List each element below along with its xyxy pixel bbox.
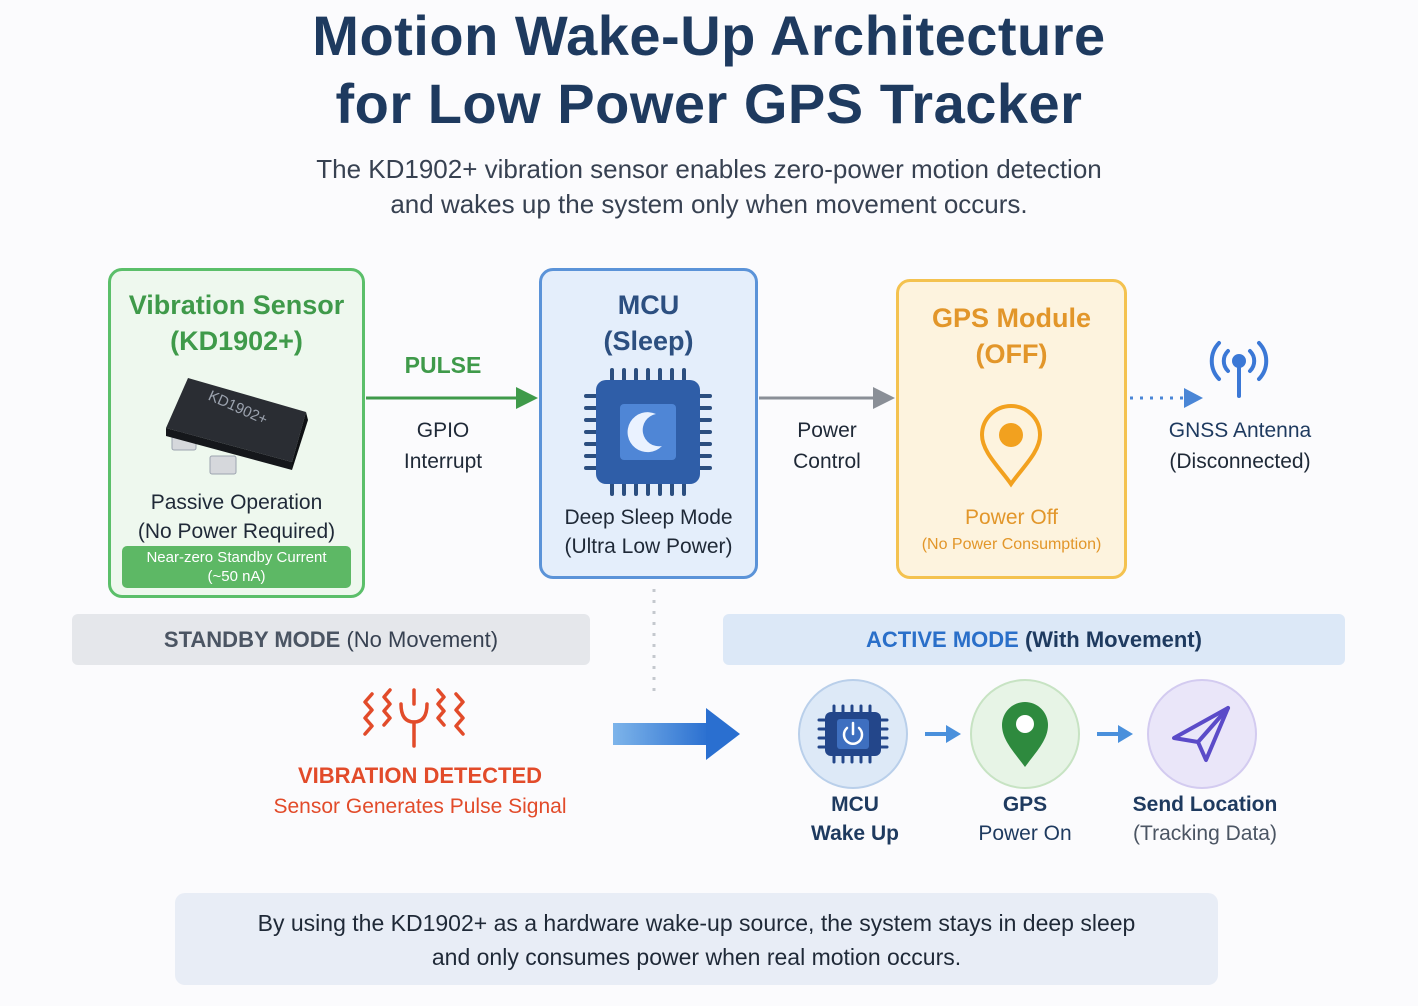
mcu-title-line-2: (Sleep) <box>603 326 694 356</box>
sensor-desc-line-2: (No Power Required) <box>137 520 336 543</box>
badge-line-1: Near-zero Standby Current <box>146 549 327 566</box>
badge-line-2: (~50 nA) <box>207 568 266 585</box>
standby-mode-title: STANDBY MODE <box>163 627 341 652</box>
power-control-label: Power Control <box>762 415 892 477</box>
antenna-label: GNSS Antenna (Disconnected) <box>1150 415 1330 477</box>
step-mcu-wake-label: MCU Wake Up <box>770 790 940 848</box>
step-send-location-label: Send Location (Tracking Data) <box>1110 790 1300 848</box>
antenna-icon <box>1209 341 1269 398</box>
vibration-detected-subtitle: Sensor Generates Pulse Signal <box>273 795 567 818</box>
mcu-title: MCU (Sleep) <box>539 287 758 359</box>
antenna-line-2: (Disconnected) <box>1169 450 1311 473</box>
step-1-line-2: Wake Up <box>811 822 899 845</box>
gps-desc-line-2: (No Power Consumption) <box>921 536 1102 553</box>
step-gps-power-label: GPS Power On <box>940 790 1110 848</box>
vibration-icon <box>363 688 465 748</box>
gpio-interrupt-arrow <box>366 387 538 409</box>
power-chip-icon <box>798 679 908 789</box>
active-mode-bar: ACTIVE MODE (With Movement) <box>723 614 1345 665</box>
moon-chip-icon <box>584 368 712 496</box>
antenna-line-1: GNSS Antenna <box>1168 419 1312 442</box>
step-3-line-1: Send Location <box>1132 793 1278 816</box>
gpio-line-1: GPIO <box>416 419 470 442</box>
send-icon <box>1147 679 1257 789</box>
wake-transition-arrow <box>613 708 740 760</box>
sensor-chip-icon: KD1902+ <box>166 378 308 475</box>
power-line-1: Power <box>797 419 857 442</box>
step-3-line-2: (Tracking Data) <box>1133 822 1277 845</box>
standby-mode-note: (No Movement) <box>340 627 499 652</box>
gpio-line-2: Interrupt <box>403 450 483 473</box>
pulse-label: PULSE <box>404 352 482 378</box>
active-mode-title: ACTIVE MODE <box>866 627 1019 652</box>
sensor-title-line-1: Vibration Sensor <box>128 290 345 320</box>
power-control-arrow <box>759 387 895 409</box>
step-arrow-1 <box>925 725 961 743</box>
subtitle-line-1: The KD1902+ vibration sensor enables zer… <box>316 154 1102 184</box>
mcu-title-line-1: MCU <box>617 290 680 320</box>
gpio-interrupt-label: GPIO Interrupt <box>383 415 503 477</box>
antenna-link-arrow <box>1130 388 1203 408</box>
active-mode-note: (With Movement) <box>1018 627 1202 652</box>
page-title: Motion Wake-Up Architecture for Low Powe… <box>0 2 1418 138</box>
title-line-2: for Low Power GPS Tracker <box>335 72 1083 135</box>
step-2-line-1: GPS <box>1002 793 1048 816</box>
mcu-desc-line-2: (Ultra Low Power) <box>564 535 733 558</box>
gps-title-line-1: GPS Module <box>931 303 1091 333</box>
gps-title-line-2: (OFF) <box>975 339 1048 369</box>
gps-title: GPS Module (OFF) <box>896 300 1127 372</box>
subtitle-line-2: and wakes up the system only when moveme… <box>390 189 1028 219</box>
map-pin-icon <box>970 679 1080 789</box>
footer-line-1: By using the KD1902+ as a hardware wake-… <box>257 910 1136 936</box>
step-1-line-1: MCU <box>831 793 879 816</box>
sensor-desc-line-1: Passive Operation <box>150 491 323 514</box>
sensor-title: Vibration Sensor (KD1902+) <box>108 287 365 359</box>
page-subtitle: The KD1902+ vibration sensor enables zer… <box>0 152 1418 222</box>
sensor-title-line-2: (KD1902+) <box>170 326 303 356</box>
footer-note: By using the KD1902+ as a hardware wake-… <box>175 893 1218 985</box>
standby-mode-bar: STANDBY MODE (No Movement) <box>72 614 590 665</box>
step-2-line-2: Power On <box>978 822 1072 845</box>
footer-line-2: and only consumes power when real motion… <box>431 944 962 970</box>
mcu-desc-line-1: Deep Sleep Mode <box>564 506 733 529</box>
sensor-description: Passive Operation (No Power Required) <box>108 488 365 546</box>
gps-module-node <box>896 279 1127 579</box>
mcu-description: Deep Sleep Mode (Ultra Low Power) <box>539 503 758 561</box>
title-line-1: Motion Wake-Up Architecture <box>312 4 1106 67</box>
vibration-detected-title: VIBRATION DETECTED <box>297 763 543 788</box>
power-line-2: Control <box>793 450 861 473</box>
standby-current-badge: Near-zero Standby Current (~50 nA) <box>122 546 351 588</box>
location-pin-icon <box>979 404 1043 488</box>
gps-desc-line-1: Power Off <box>965 506 1058 529</box>
step-arrow-2 <box>1097 725 1133 743</box>
